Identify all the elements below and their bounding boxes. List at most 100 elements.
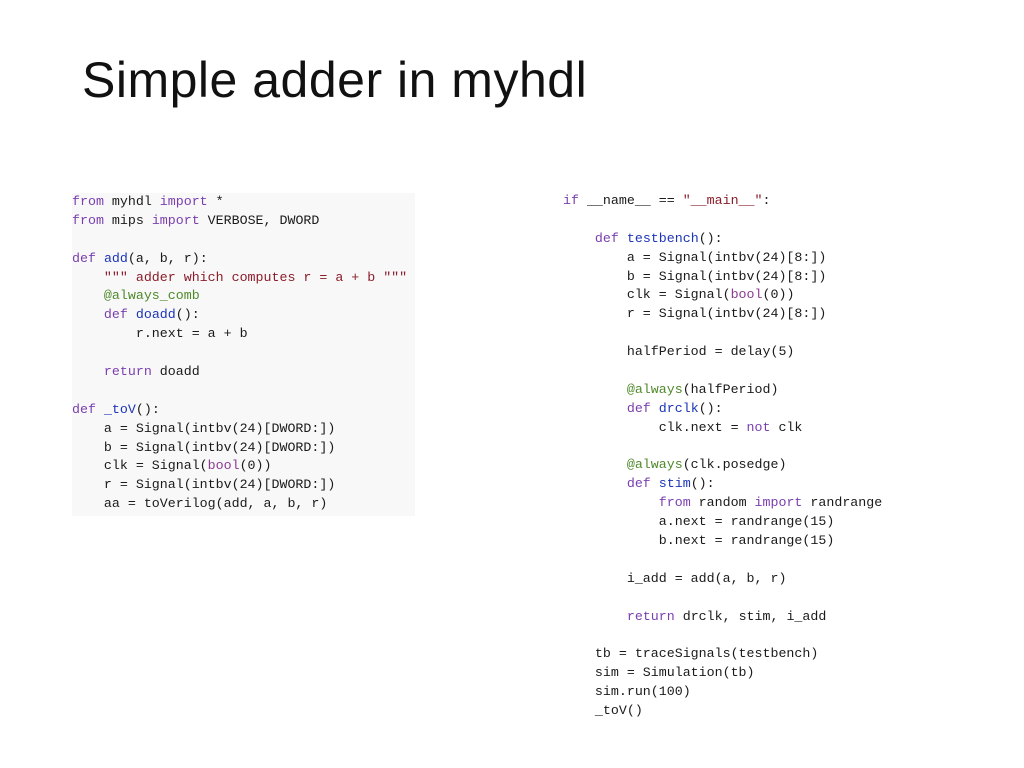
code-token [619,231,627,246]
code-line [563,438,882,457]
code-token: _toV() [563,703,643,719]
code-token: import [159,194,208,209]
code-token: (): [135,401,160,417]
code-token: (): [698,230,723,246]
code-token [563,457,627,472]
code-token: """ adder which computes r = a + b """ [103,269,408,285]
code-token: def [594,230,619,246]
code-line [563,551,882,570]
code-token: @always_comb [103,288,200,304]
code-line: b = Signal(intbv(24)[8:]) [563,268,882,287]
code-line: return doadd [72,363,407,382]
code-token: def [72,250,96,266]
code-token: (a, b, r): [127,250,208,266]
code-line [563,362,882,381]
code-token: r = Signal(intbv(24)[DWORD:]) [72,477,336,493]
code-line: clk.next = not clk [563,419,882,438]
code-token: not [746,419,771,435]
code-line: def drclk(): [563,400,882,419]
code-token: (clk.posedge) [682,457,787,473]
code-token [563,476,627,491]
code-token: doadd [151,364,200,380]
code-token [651,401,659,416]
code-line: @always(clk.posedge) [563,456,882,475]
code-token: a = Signal(intbv(24)[8:]) [563,249,827,265]
code-block-right: if __name__ == "__main__": def testbench… [563,192,882,721]
code-token [72,364,104,379]
code-token: tb = traceSignals(testbench) [563,646,819,662]
code-line: r.next = a + b [72,325,407,344]
code-token: import [151,212,200,228]
code-token: randrange [802,495,883,511]
code-token: from [72,212,104,228]
code-token: halfPeriod = delay(5) [563,344,795,360]
code-token [563,401,627,416]
code-token: a.next = randrange(15) [563,514,835,530]
code-line: a.next = randrange(15) [563,513,882,532]
code-line: from myhdl import * [72,193,407,212]
code-token: def [72,401,96,417]
code-token: r = Signal(intbv(24)[8:]) [563,306,827,322]
code-token: def [626,476,651,492]
code-token: clk [770,419,803,435]
code-line: def doadd(): [72,306,407,325]
code-block-left: from myhdl import *from mips import VERB… [72,193,416,517]
code-token: (0)) [762,287,795,303]
code-line: @always_comb [72,287,407,306]
code-token: random [690,495,755,511]
code-line [72,382,407,401]
code-token: bool [730,287,763,303]
code-token: @always [626,381,683,397]
code-token: stim [658,476,691,492]
code-line: clk = Signal(bool(0)) [563,286,882,305]
code-token: (halfPeriod) [682,381,779,397]
code-line: i_add = add(a, b, r) [563,570,882,589]
code-token: import [754,495,803,511]
code-token: clk = Signal( [563,287,731,303]
code-token [96,402,104,417]
code-token: : [762,193,771,208]
code-token: drclk, stim, i_add [674,608,827,624]
code-token [563,382,627,397]
code-token: @always [626,457,683,473]
code-line: return drclk, stim, i_add [563,608,882,627]
code-line: r = Signal(intbv(24)[DWORD:]) [72,476,407,495]
code-token: def [626,400,651,416]
code-line [563,626,882,645]
code-line: halfPeriod = delay(5) [563,343,882,362]
code-token: b = Signal(intbv(24)[DWORD:]) [72,439,336,455]
code-token: if [563,193,579,208]
code-token [651,476,659,491]
code-token: from [72,194,104,209]
code-token: _toV [103,401,136,417]
code-line: sim = Simulation(tb) [563,664,882,683]
code-token: def [103,307,128,323]
code-line: _toV() [563,702,882,721]
code-token: testbench [626,230,699,246]
code-token: sim.run(100) [563,684,691,700]
code-line [563,589,882,608]
code-token: myhdl [103,194,160,209]
code-token [72,270,104,285]
code-token: doadd [135,307,176,323]
code-line: a = Signal(intbv(24)[8:]) [563,249,882,268]
code-token: b = Signal(intbv(24)[8:]) [563,268,827,284]
code-token: from [658,495,691,511]
code-token [72,288,104,303]
code-token [96,251,104,266]
code-token: drclk [658,400,699,416]
code-token: return [626,608,675,624]
code-line: if __name__ == "__main__": [563,192,882,211]
code-token: (0)) [239,458,272,474]
code-line: tb = traceSignals(testbench) [563,645,882,664]
code-line [563,324,882,343]
code-line: def testbench(): [563,230,882,249]
code-line: a = Signal(intbv(24)[DWORD:]) [72,420,407,439]
code-token: (): [690,476,715,492]
code-token [563,609,627,624]
code-token: * [207,194,224,209]
code-token: (): [175,307,200,323]
code-line: def stim(): [563,475,882,494]
code-token: bool [207,458,240,474]
code-line [563,211,882,230]
